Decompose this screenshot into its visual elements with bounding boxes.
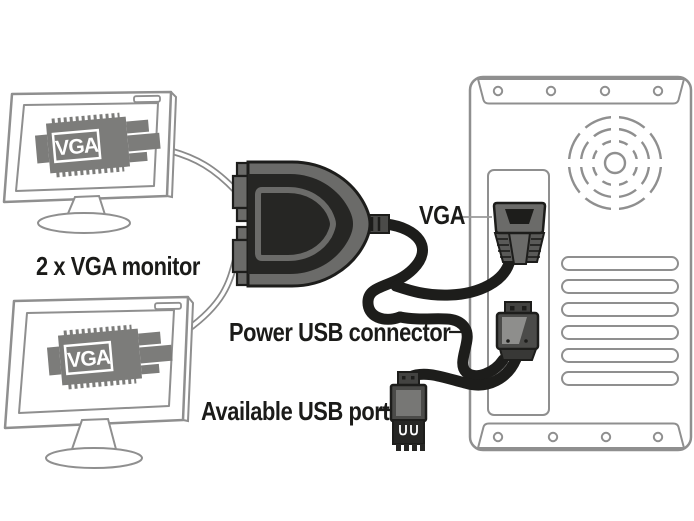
cable-to-usb-port	[404, 353, 522, 391]
splitter-device	[231, 160, 390, 288]
vga-connector-plug	[492, 201, 547, 265]
available-usb-port-connector	[389, 371, 428, 451]
vga-port-label: VGA	[419, 200, 466, 230]
vga-monitor-bottom	[3, 295, 195, 469]
cable-to-vga	[390, 254, 516, 301]
monitors-label: 2 x VGA monitor	[36, 251, 200, 281]
power-usb-label: Power USB connector	[229, 317, 451, 347]
splitter-cables	[362, 218, 522, 391]
fan-grille-icon	[566, 114, 664, 212]
power-usb-plug	[495, 301, 540, 361]
pc-top-flange	[476, 78, 686, 105]
pc-bottom-screws	[492, 431, 664, 443]
splitter-inner-ring	[255, 187, 337, 261]
expansion-slots	[561, 256, 679, 386]
splitter-inner-dark	[248, 174, 353, 274]
pc-bottom-flange	[476, 422, 686, 449]
cable-to-power-usb	[394, 311, 509, 382]
pc-top-screws	[492, 85, 664, 97]
vga-monitor-top	[2, 90, 178, 234]
cable-main	[362, 218, 428, 325]
available-usb-label: Available USB port	[201, 396, 390, 426]
